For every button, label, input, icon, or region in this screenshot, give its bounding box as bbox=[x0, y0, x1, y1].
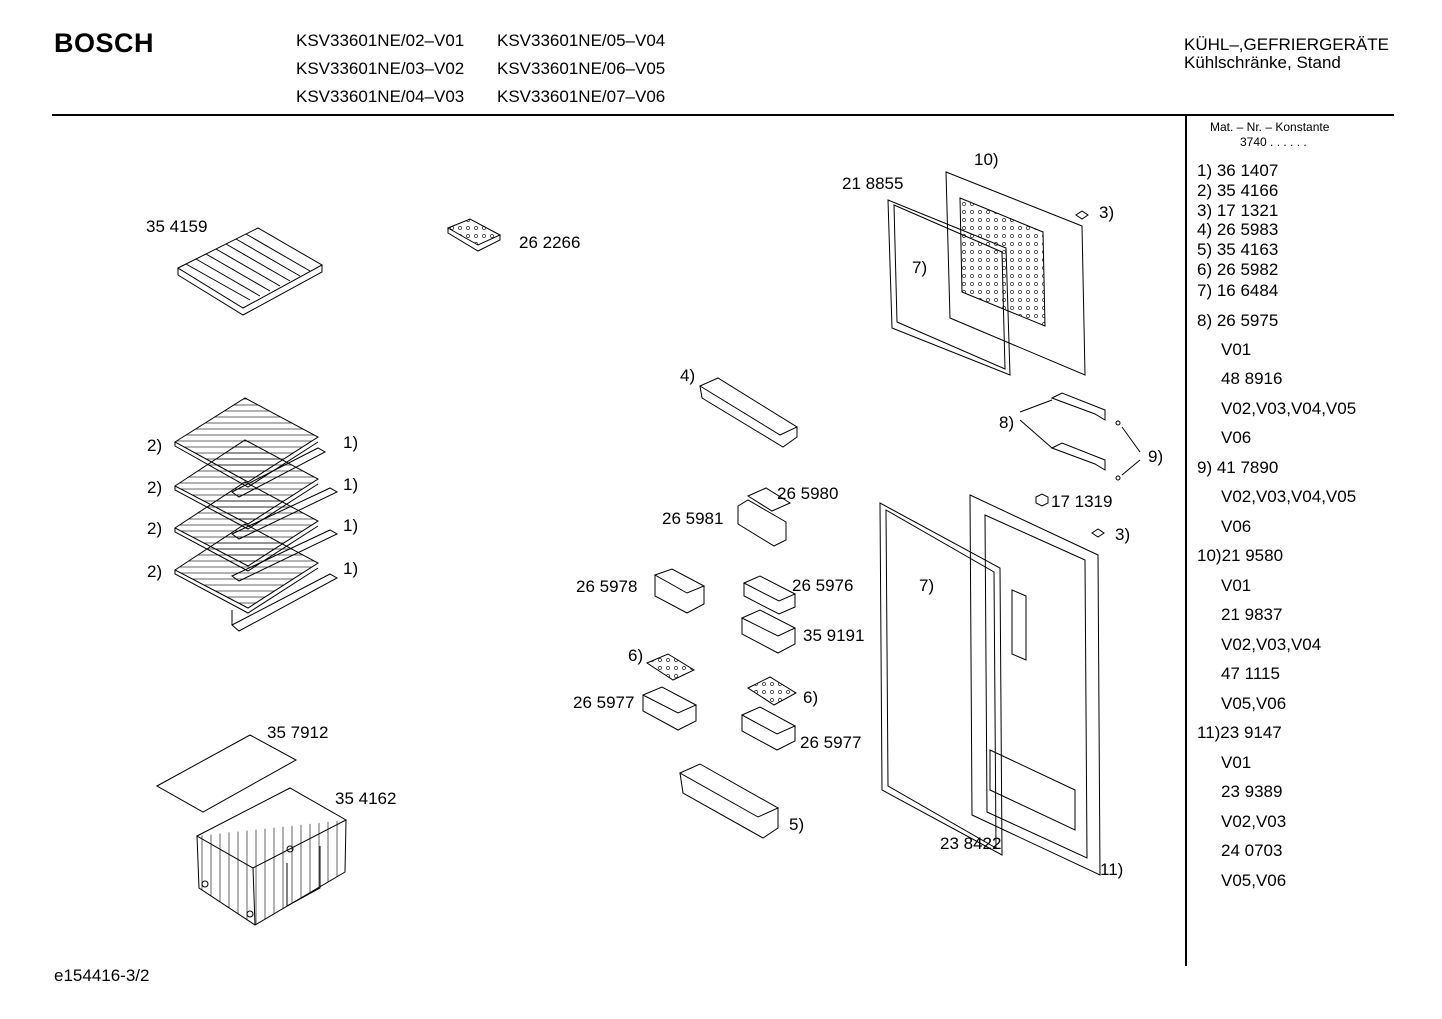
parts-list-item: 2) 35 4166 bbox=[1197, 181, 1279, 200]
model-number: KSV33601NE/05–V04 bbox=[497, 31, 666, 50]
callout-2d: 2) bbox=[147, 562, 163, 581]
callout-265980: 26 5980 bbox=[777, 484, 839, 503]
callout-354162: 35 4162 bbox=[335, 789, 397, 808]
mat-number-header: Mat. – Nr. – Konstante bbox=[1210, 120, 1330, 134]
callout-265977b: 26 5977 bbox=[800, 733, 862, 752]
crisper-drawer bbox=[195, 787, 348, 926]
callout-11: 11) bbox=[1100, 860, 1124, 879]
door-bin-26-5977-right bbox=[740, 706, 797, 751]
document-code: e154416-3/2 bbox=[54, 966, 150, 985]
model-number: KSV33601NE/03–V02 bbox=[296, 59, 465, 78]
callout-6a: 6) bbox=[628, 646, 644, 665]
model-number: KSV33601NE/04–V03 bbox=[296, 87, 465, 106]
egg-tray-6a bbox=[645, 653, 696, 681]
callout-238422: 23 8422 bbox=[940, 834, 1002, 853]
callout-265978: 26 5978 bbox=[576, 577, 638, 596]
crisper-cover bbox=[155, 734, 298, 813]
callout-171319: 17 1319 bbox=[1051, 492, 1113, 511]
callout-9: 9) bbox=[1148, 447, 1164, 466]
parts-list-item: 21 9837 bbox=[1221, 605, 1283, 624]
parts-list-item: 1) 36 1407 bbox=[1197, 161, 1279, 180]
parts-list-item: 8) 26 5975 bbox=[1197, 311, 1279, 330]
callout-8: 8) bbox=[999, 413, 1015, 432]
door-handles bbox=[1019, 392, 1141, 481]
parts-list-item: 7) 16 6484 bbox=[1197, 281, 1279, 300]
model-number: KSV33601NE/06–V05 bbox=[497, 59, 666, 78]
door-bin-26-5977-left bbox=[641, 686, 698, 731]
callout-1b: 1) bbox=[343, 475, 359, 494]
ice-cube-tray bbox=[446, 218, 502, 252]
category-subtitle: Kühlschränke, Stand bbox=[1184, 53, 1341, 72]
callout-2b: 2) bbox=[147, 478, 163, 497]
fridge-door bbox=[879, 494, 1101, 876]
egg-tray-6b bbox=[746, 676, 797, 706]
exploded-parts-drawing bbox=[155, 171, 1141, 926]
parts-list-item: V06 bbox=[1221, 428, 1252, 447]
parts-list-item: V05,V06 bbox=[1221, 694, 1287, 713]
callout-3b: 3) bbox=[1115, 525, 1131, 544]
parts-list-item: 11)23 9147 bbox=[1197, 723, 1282, 742]
parts-list-item: 24 0703 bbox=[1221, 841, 1283, 860]
door-bin-26-5978 bbox=[653, 568, 706, 614]
callout-4: 4) bbox=[680, 366, 696, 385]
glass-shelf-stack bbox=[174, 397, 339, 632]
mat-number-value: 3740 . . . . . . bbox=[1240, 135, 1307, 149]
parts-list-item: V05,V06 bbox=[1221, 871, 1287, 890]
parts-list-item: V02,V03,V04,V05 bbox=[1221, 487, 1357, 506]
door-bin-26-5980 bbox=[737, 487, 792, 547]
parts-list-item: 48 8916 bbox=[1221, 369, 1283, 388]
callout-1c: 1) bbox=[343, 516, 359, 535]
callout-265977a: 26 5977 bbox=[573, 693, 635, 712]
door-bin-4 bbox=[698, 377, 799, 448]
callout-218855: 21 8855 bbox=[842, 174, 904, 193]
callout-3a: 3) bbox=[1099, 203, 1115, 222]
callout-265981: 26 5981 bbox=[662, 509, 724, 528]
parts-list-item: V01 bbox=[1221, 340, 1252, 359]
model-number: KSV33601NE/07–V06 bbox=[497, 87, 666, 106]
door-bin-35-9191 bbox=[740, 609, 797, 654]
callout-359191: 35 9191 bbox=[803, 626, 865, 645]
parts-list-item: 3) 17 1321 bbox=[1197, 201, 1279, 220]
model-number: KSV33601NE/02–V01 bbox=[296, 31, 465, 50]
wire-shelf-top bbox=[176, 227, 324, 316]
parts-list-item: V06 bbox=[1221, 517, 1252, 536]
door-bin-26-5976 bbox=[742, 575, 797, 615]
parts-list-item: 9) 41 7890 bbox=[1197, 458, 1279, 477]
parts-list-item: V02,V03,V04 bbox=[1221, 635, 1322, 654]
parts-list-item: V02,V03 bbox=[1221, 812, 1287, 831]
parts-list-item: 5) 35 4163 bbox=[1197, 240, 1279, 259]
callout-265976: 26 5976 bbox=[792, 576, 854, 595]
category-title: KÜHL–,GEFRIERGERÄTE bbox=[1184, 35, 1389, 54]
parts-list-item: 23 9389 bbox=[1221, 782, 1283, 801]
parts-list-item: V01 bbox=[1221, 576, 1252, 595]
callout-1d: 1) bbox=[343, 559, 359, 578]
callout-2c: 2) bbox=[147, 519, 163, 538]
callout-7a: 7) bbox=[912, 258, 928, 277]
parts-list-item: 47 1115 bbox=[1221, 664, 1280, 683]
header-divider bbox=[52, 114, 1394, 116]
callout-5: 5) bbox=[789, 815, 805, 834]
callout-1a: 1) bbox=[343, 433, 359, 452]
callout-7b: 7) bbox=[919, 576, 935, 595]
freezer-door bbox=[887, 171, 1086, 376]
callout-10: 10) bbox=[974, 150, 999, 169]
small-fittings bbox=[1035, 210, 1105, 538]
parts-list-item: 4) 26 5983 bbox=[1197, 220, 1279, 239]
parts-list-item: V02,V03,V04,V05 bbox=[1221, 399, 1357, 418]
callout-354159: 35 4159 bbox=[146, 217, 208, 236]
parts-list-item: 10)21 9580 bbox=[1197, 546, 1284, 565]
callout-357912: 35 7912 bbox=[267, 723, 329, 742]
parts-list-item: V01 bbox=[1221, 753, 1252, 772]
brand-logo: BOSCH bbox=[54, 28, 155, 58]
door-bin-5 bbox=[678, 763, 780, 839]
parts-list-item: 6) 26 5982 bbox=[1197, 260, 1279, 279]
callout-262266: 26 2266 bbox=[519, 233, 581, 252]
callout-6b: 6) bbox=[803, 688, 819, 707]
sidebar-divider bbox=[1185, 116, 1187, 966]
callout-2a: 2) bbox=[147, 436, 163, 455]
